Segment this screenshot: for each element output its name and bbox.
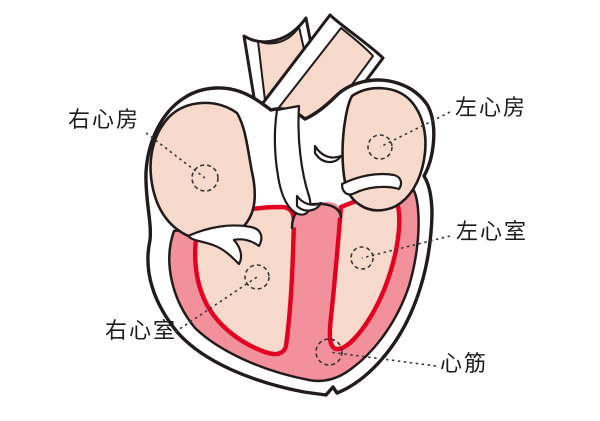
leader-line-left-atrium [379,111,451,148]
target-circle-right-atrium [191,164,219,192]
aortic-valve-flap [313,144,343,164]
target-circle-right-ventricle [244,264,270,290]
mitral-valve-band [340,172,403,196]
label-left-atrium: 左心房 [455,96,528,121]
right-atrium-shape [149,101,256,242]
target-circle-left-ventricle [350,246,374,270]
label-right-ventricle: 右心室 [105,319,178,344]
target-circles [191,134,393,366]
target-circle-left-atrium [367,134,393,160]
central-valve-channel [273,104,312,216]
target-circle-myocardium [315,338,343,366]
label-left-ventricle: 左心室 [456,220,529,245]
valve-structures [186,104,403,266]
label-myocardium: 心筋 [440,352,489,377]
tricuspid-valve-flaps [186,224,263,266]
leader-line-right-ventricle [174,276,258,333]
central-valve-hook [295,194,323,212]
label-right-atrium: 右心房 [68,108,141,133]
